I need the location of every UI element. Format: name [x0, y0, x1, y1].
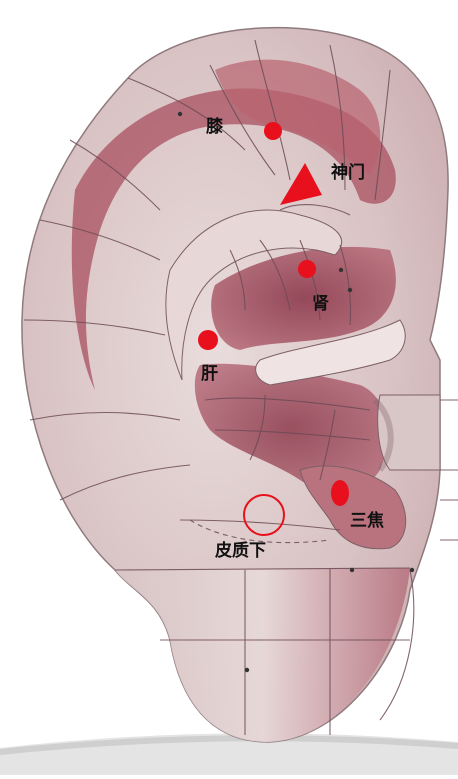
label-knee: 膝	[206, 119, 223, 136]
label-liver: 肝	[201, 366, 218, 383]
earlobe	[115, 568, 410, 742]
label-sanjiao: 三焦	[350, 513, 384, 530]
label-shenmen: 神门	[331, 165, 365, 182]
marker-kidney	[298, 260, 316, 278]
label-pizhixia: 皮质下	[215, 543, 266, 560]
marker-sanjiao	[331, 480, 349, 506]
marker-knee	[264, 122, 282, 140]
label-kidney: 肾	[312, 296, 329, 313]
marker-liver	[198, 330, 218, 350]
